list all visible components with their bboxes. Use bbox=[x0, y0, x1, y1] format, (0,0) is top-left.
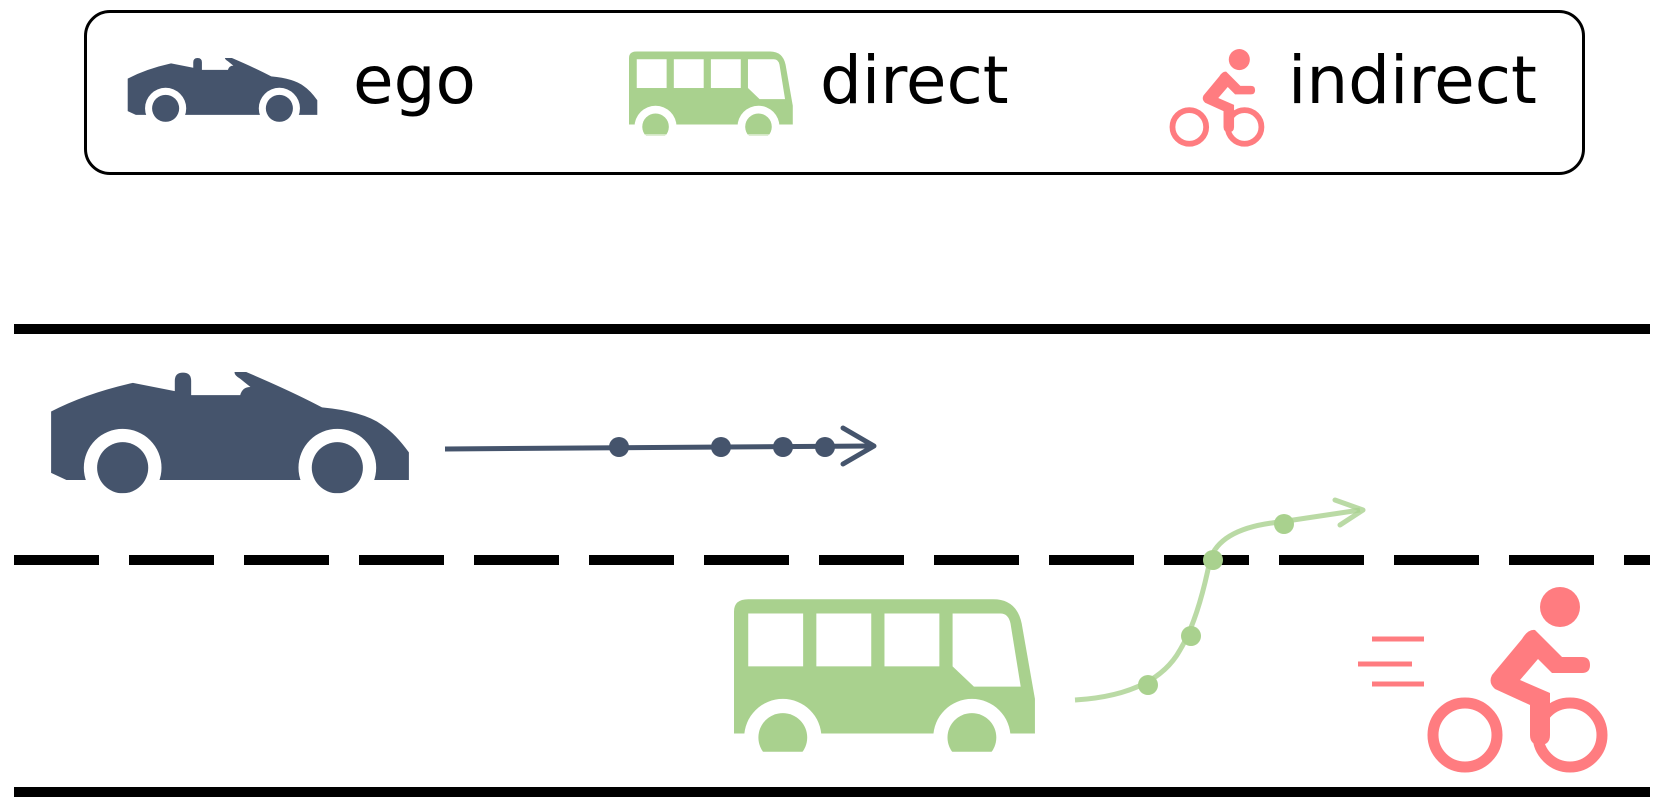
legend-box bbox=[84, 10, 1585, 175]
legend-label-ego: ego bbox=[353, 42, 476, 119]
legend-cyclist-icon bbox=[1172, 49, 1261, 144]
direct-trajectory bbox=[1074, 497, 1366, 703]
legend-car-icon bbox=[125, 58, 320, 123]
ego-car-icon bbox=[46, 372, 414, 496]
direct-bus-icon bbox=[734, 599, 1039, 753]
legend-bus-icon bbox=[629, 51, 795, 136]
legend-label-indirect: indirect bbox=[1288, 42, 1537, 119]
speed-lines bbox=[1358, 636, 1424, 687]
legend-label-direct: direct bbox=[820, 42, 1009, 119]
ego-trajectory bbox=[444, 425, 877, 467]
indirect-cyclist-icon bbox=[1433, 587, 1602, 767]
